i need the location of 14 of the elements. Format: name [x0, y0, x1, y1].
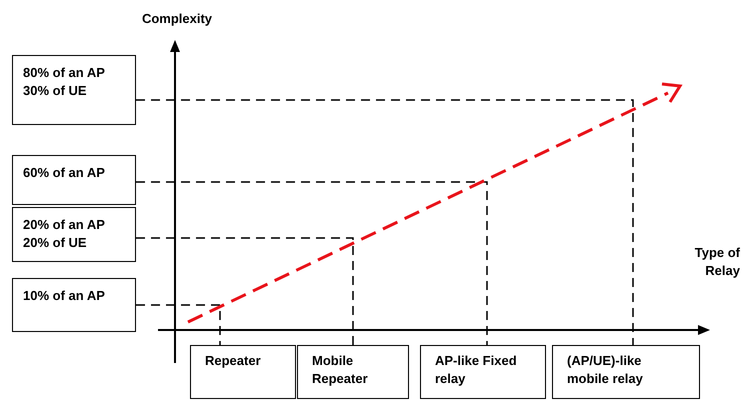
relay-type-box: (AP/UE)-like mobile relay: [552, 345, 700, 399]
complexity-box: 80% of an AP 30% of UE: [12, 55, 136, 125]
complexity-box: 20% of an AP 20% of UE: [12, 207, 136, 262]
complexity-box: 10% of an AP: [12, 278, 136, 332]
axis-title: Type of Relay: [694, 244, 740, 280]
dashed-connector: [136, 304, 221, 345]
relay-type-box: Mobile Repeater: [297, 345, 409, 399]
dashed-connector: [136, 181, 488, 345]
axis-title: Complexity: [140, 10, 214, 28]
relay-type-box: AP-like Fixed relay: [420, 345, 546, 399]
dashed-connector: [136, 237, 354, 345]
complexity-box: 60% of an AP: [12, 155, 136, 205]
relay-type-box: Repeater: [190, 345, 296, 399]
dashed-connector: [136, 99, 634, 345]
